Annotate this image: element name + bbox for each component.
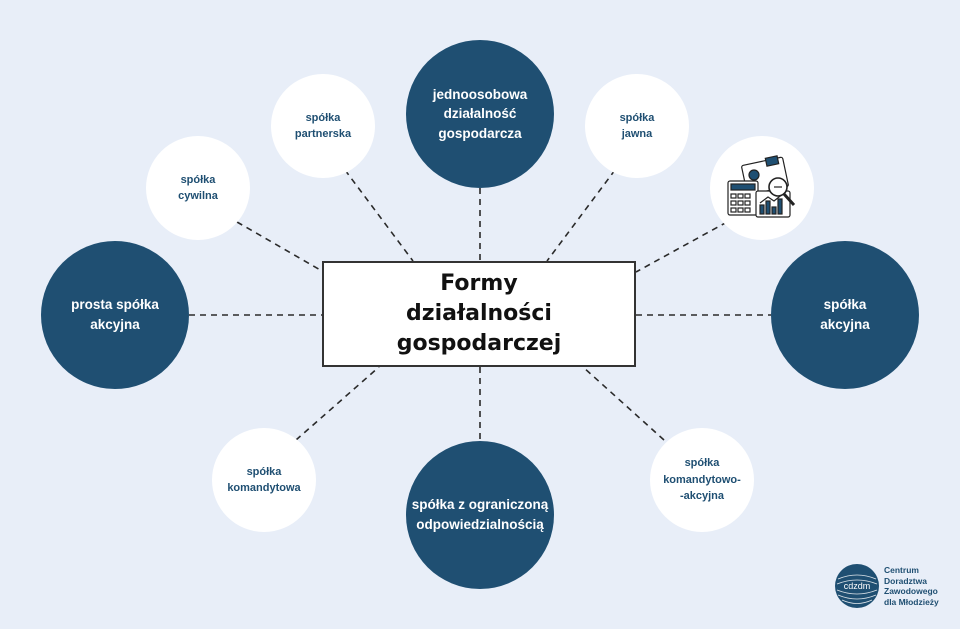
node-label: spółka komandytowa (227, 465, 301, 495)
node-label: spółka cywilna (178, 173, 218, 203)
connector-komandytowo-akcyjna (582, 366, 665, 441)
node-spolka-akcyjna: spółka akcyjna (771, 241, 919, 389)
node-label: spółka akcyjna (820, 297, 870, 332)
logo-mark-text: cdzdm (844, 581, 871, 591)
connector-komandytowa (295, 366, 380, 441)
node-label: spółka jawna (619, 111, 655, 141)
node-label: jednoosobowa działalność gospodarcza (432, 86, 528, 141)
node-prosta-spolka-akcyjna: prosta spółka akcyjna (41, 241, 189, 389)
connector-jawna (546, 169, 616, 262)
node-spolka-jawna: spółka jawna (585, 74, 689, 178)
connector-cywilna (236, 221, 323, 272)
node-jednoosobowa: jednoosobowa działalność gospodarcza (406, 40, 554, 188)
node-illustration (710, 136, 814, 240)
logo-mark-icon: cdzdm (835, 564, 879, 608)
node-label: spółka partnerska (294, 111, 352, 141)
logo: cdzdm Centrum Doradztwa Zawodowego dla M… (834, 563, 954, 615)
node-label: spółka z ograniczoną odpowiedzialnością (411, 497, 549, 532)
node-label: prosta spółka akcyjna (71, 297, 159, 332)
node-spolka-komandytowo-akcyjna: spółka komandytowo- -akcyjna (650, 428, 754, 532)
center-title-box: Formy działalności gospodarczej (322, 261, 636, 367)
node-label: spółka komandytowo- -akcyjna (663, 457, 741, 503)
node-spolka-cywilna: spółka cywilna (146, 136, 250, 240)
node-spolka-partnerska: spółka partnerska (271, 74, 375, 178)
connector-partnerska (344, 169, 414, 262)
logo-text: Centrum Doradztwa Zawodowego dla Młodzie… (884, 565, 939, 607)
node-spolka-z-oo: spółka z ograniczoną odpowiedzialnością (406, 441, 554, 589)
connector-illustration (635, 221, 728, 273)
center-title: Formy działalności gospodarczej (396, 271, 562, 356)
node-spolka-komandytowa: spółka komandytowa (212, 428, 316, 532)
finance-documents-icon (727, 155, 796, 218)
